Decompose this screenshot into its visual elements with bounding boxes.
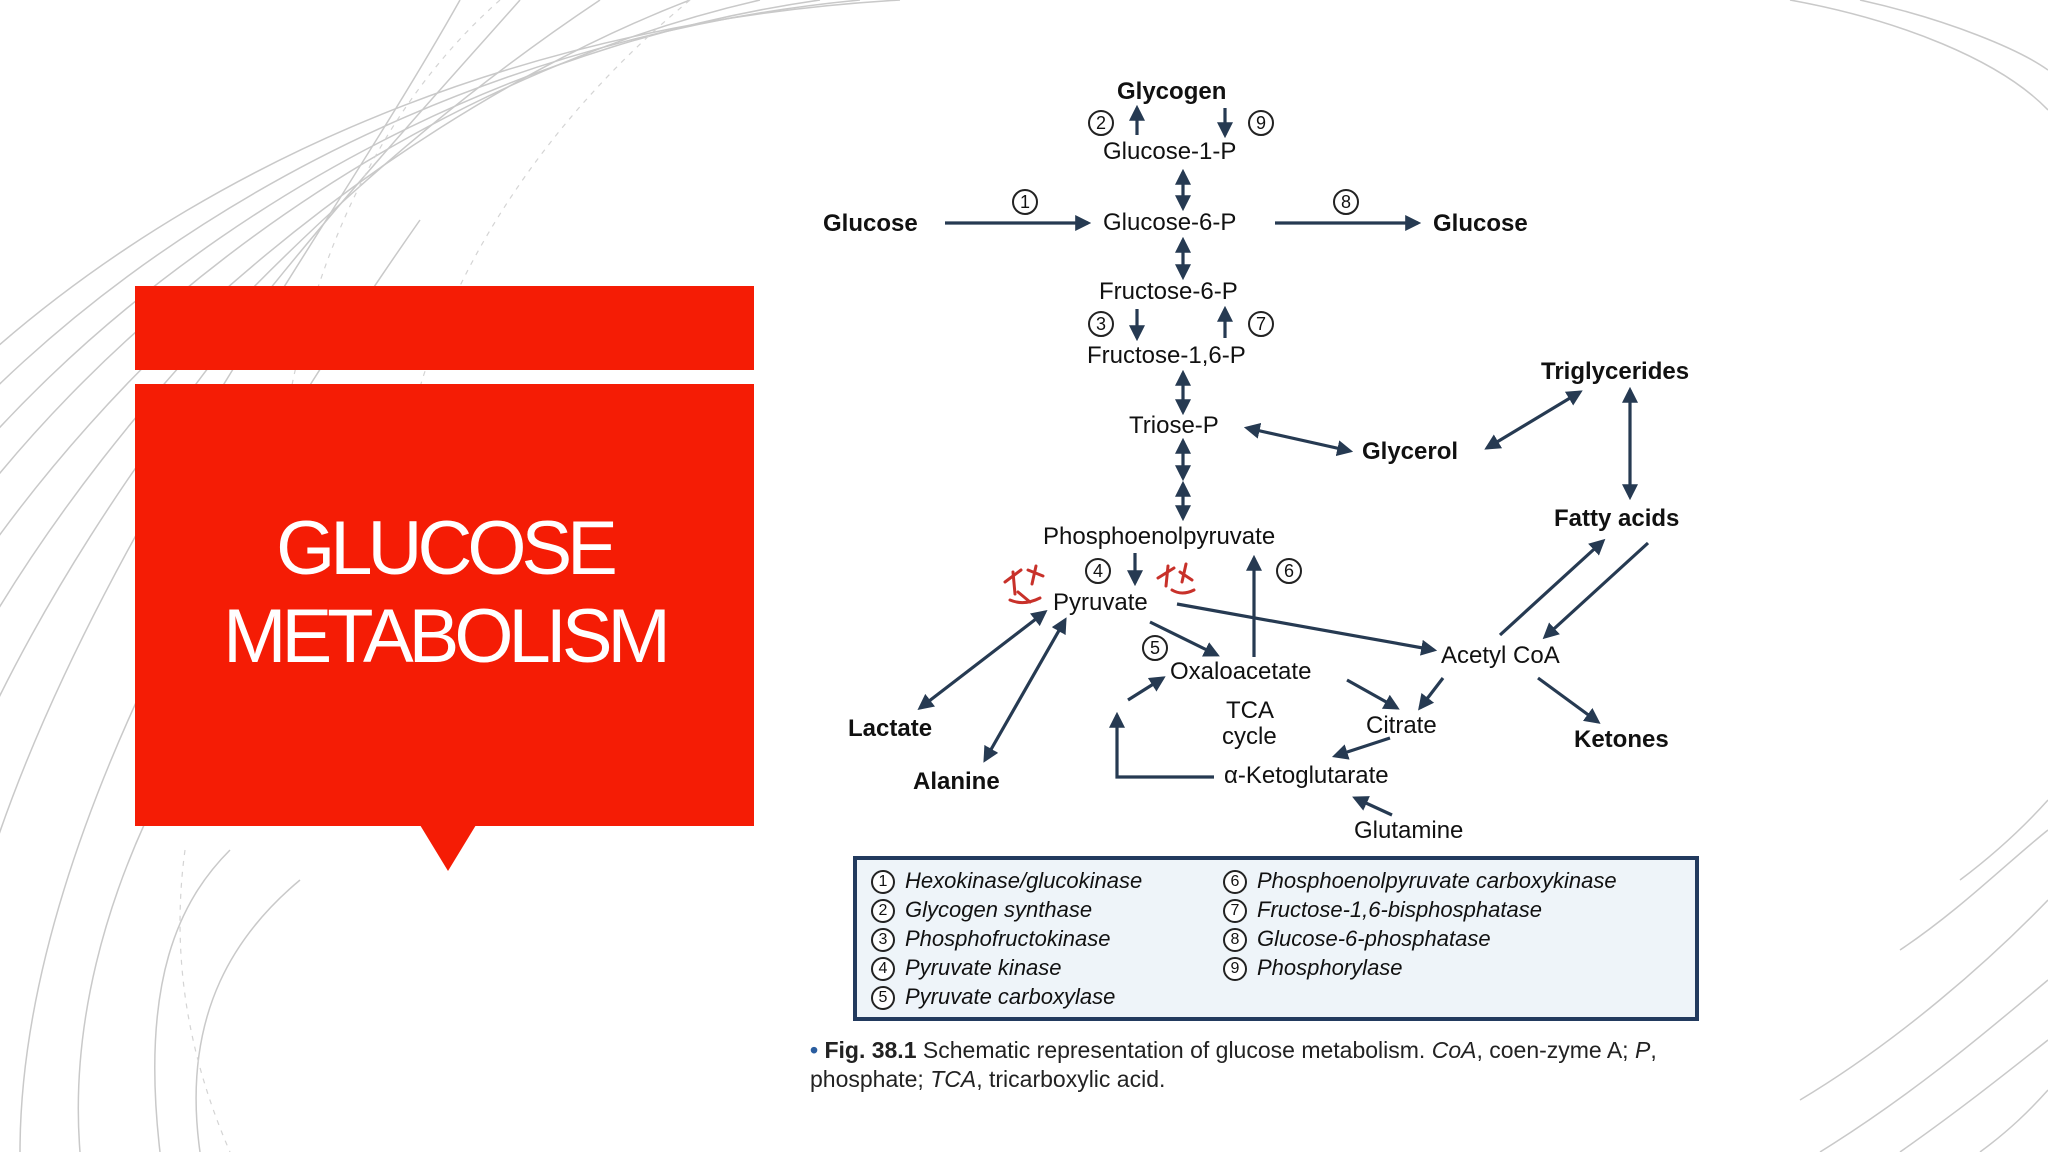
node-pyruvate: Pyruvate bbox=[1053, 589, 1148, 616]
legend-number: 3 bbox=[871, 928, 895, 953]
arrow-aketoglutarate-to-oxaloacetate bbox=[1109, 711, 1214, 779]
legend-enzyme-name: Glycogen synthase bbox=[905, 897, 1093, 922]
node-lactate: Lactate bbox=[848, 715, 933, 742]
arrow-pyruvate-lactate bbox=[917, 610, 1048, 710]
node-glucose-6-p: Glucose-6-P bbox=[1103, 209, 1237, 236]
legend-number: 8 bbox=[1223, 928, 1247, 953]
arrow-pyruvate-to-acetylcoa bbox=[1176, 602, 1438, 656]
legend-item: 7 Fructose-1,6-bisphosphatase bbox=[1223, 897, 1542, 924]
arrow-oxaloacetate-to-citrate bbox=[1346, 678, 1400, 710]
node-glucose-output: Glucose bbox=[1433, 210, 1528, 237]
step-number-6: 6 bbox=[1276, 558, 1302, 584]
legend-enzyme-name: Hexokinase/glucokinase bbox=[905, 868, 1143, 893]
legend-item: 8 Glucose-6-phosphatase bbox=[1223, 926, 1491, 953]
step-number-5: 5 bbox=[1142, 635, 1168, 661]
arrow-glycerol-triglycerides bbox=[1484, 390, 1583, 450]
node-acetyl-coa: Acetyl CoA bbox=[1441, 642, 1560, 669]
node-oxaloacetate: Oxaloacetate bbox=[1170, 658, 1312, 685]
node-triglycerides: Triglycerides bbox=[1541, 358, 1690, 385]
arrow-citrate-to-aketoglutarate bbox=[1331, 736, 1391, 760]
title-card bbox=[135, 384, 754, 826]
node-fatty-acids: Fatty acids bbox=[1554, 505, 1680, 532]
step-number-1: 1 bbox=[1012, 189, 1038, 215]
legend-number: 1 bbox=[871, 870, 895, 895]
arrow-glutamine-to-aketoglutarate bbox=[1352, 796, 1393, 817]
arrow-triosep-glycerol bbox=[1243, 422, 1354, 457]
caption-text-2: , coen-zyme A; bbox=[1476, 1037, 1635, 1063]
legend-enzyme-name: Phosphofructokinase bbox=[905, 926, 1111, 951]
legend-enzyme-name: Phosphoenolpyruvate carboxykinase bbox=[1257, 868, 1617, 893]
node-tca-label-2: cycle bbox=[1222, 723, 1277, 750]
node-glycerol: Glycerol bbox=[1362, 438, 1459, 465]
arrow-acetylcoa-to-ketones bbox=[1537, 676, 1601, 724]
node-alanine: Alanine bbox=[913, 768, 1000, 795]
node-citrate: Citrate bbox=[1366, 712, 1437, 739]
legend-enzyme-name: Pyruvate kinase bbox=[905, 955, 1062, 980]
title-accent-strip bbox=[135, 286, 754, 370]
legend-enzyme-name: Fructose-1,6-bisphosphatase bbox=[1257, 897, 1542, 922]
node-tca-label-1: TCA bbox=[1226, 697, 1274, 724]
node-triose-p: Triose-P bbox=[1129, 412, 1219, 439]
step-number-2: 2 bbox=[1088, 110, 1114, 136]
step-number-7: 7 bbox=[1248, 311, 1274, 337]
legend-item: 5 Pyruvate carboxylase bbox=[871, 984, 1116, 1011]
node-fructose-6-p: Fructose-6-P bbox=[1099, 278, 1238, 305]
legend-enzyme-name: Glucose-6-phosphatase bbox=[1257, 926, 1491, 951]
legend-number: 2 bbox=[871, 899, 895, 924]
arrow-acetylcoa-to-fattyacids bbox=[1498, 538, 1606, 637]
slide-title-line-2: METABOLISM bbox=[223, 594, 671, 679]
node-glucose-1-p: Glucose-1-P bbox=[1103, 138, 1237, 165]
step-number-9: 9 bbox=[1248, 110, 1274, 136]
node-glutamine: Glutamine bbox=[1354, 817, 1464, 844]
node-phosphoenolpyruvate: Phosphoenolpyruvate bbox=[1043, 523, 1276, 550]
legend-number: 6 bbox=[1223, 870, 1247, 895]
legend-item: 2 Glycogen synthase bbox=[871, 897, 1093, 924]
arrow-pyruvate-alanine bbox=[983, 617, 1067, 763]
node-glycogen: Glycogen bbox=[1117, 78, 1227, 105]
legend-enzyme-name: Pyruvate carboxylase bbox=[905, 984, 1116, 1009]
legend-number: 4 bbox=[871, 957, 895, 982]
step-number-8: 8 bbox=[1333, 189, 1359, 215]
step-number-3: 3 bbox=[1088, 311, 1114, 337]
slide-title-line-1: GLUCOSE bbox=[276, 506, 618, 591]
slide-title: GLUCOSE METABOLISM bbox=[135, 505, 754, 681]
caption-text-1: Schematic representation of glucose meta… bbox=[916, 1037, 1432, 1063]
arrow-pyruvate-to-oxaloacetate bbox=[1149, 620, 1220, 657]
arrow-acetylcoa-to-citrate bbox=[1418, 677, 1445, 711]
legend-number: 9 bbox=[1223, 957, 1247, 982]
caption-text-4: , tricarboxylic acid. bbox=[976, 1066, 1166, 1092]
legend-number: 5 bbox=[871, 986, 895, 1011]
node-alpha-ketoglutarate: α-Ketoglutarate bbox=[1224, 762, 1389, 789]
legend-item: 4 Pyruvate kinase bbox=[871, 955, 1062, 982]
legend-item: 9 Phosphorylase bbox=[1223, 955, 1403, 982]
arrow-fattyacids-to-acetylcoa bbox=[1542, 541, 1650, 640]
caption-abbr-coa: CoA bbox=[1431, 1037, 1477, 1063]
legend-number: 7 bbox=[1223, 899, 1247, 924]
enzyme-legend: 1 Hexokinase/glucokinase 2 Glycogen syntha… bbox=[853, 856, 1699, 1021]
arrow-cycle-to-oxaloacetate bbox=[1127, 676, 1166, 702]
title-card-pointer bbox=[420, 825, 476, 871]
node-glucose-input: Glucose bbox=[823, 210, 918, 237]
figure-caption: • Fig. 38.1 Schematic representation of … bbox=[810, 1036, 1745, 1094]
caption-bullet: • bbox=[810, 1037, 819, 1063]
legend-item: 6 Phosphoenolpyruvate carboxykinase bbox=[1223, 868, 1617, 895]
node-fructose-1-6-p: Fructose-1,6-P bbox=[1087, 342, 1246, 369]
caption-abbr-tca: TCA bbox=[930, 1066, 977, 1092]
caption-abbr-p: P bbox=[1634, 1037, 1651, 1063]
caption-figure-number: Fig. 38.1 bbox=[824, 1037, 917, 1063]
caption-text-3: , phosphate; bbox=[810, 1037, 1657, 1092]
legend-item: 3 Phosphofructokinase bbox=[871, 926, 1111, 953]
step-number-4: 4 bbox=[1085, 558, 1111, 584]
node-ketones: Ketones bbox=[1574, 726, 1669, 753]
legend-enzyme-name: Phosphorylase bbox=[1257, 955, 1403, 980]
legend-item: 1 Hexokinase/glucokinase bbox=[871, 868, 1143, 895]
